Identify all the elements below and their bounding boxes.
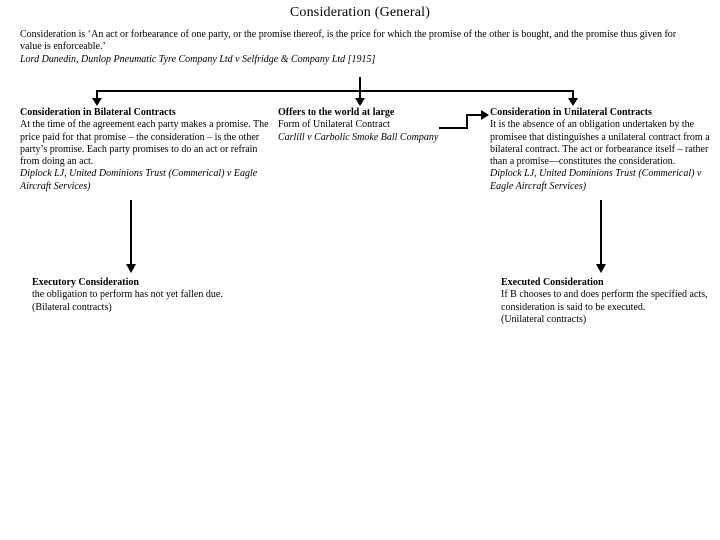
node-heading: Consideration in Unilateral Contracts	[490, 107, 652, 118]
node-body: At the time of the agreement each party …	[20, 119, 269, 168]
executed-down-arrow-icon	[596, 264, 606, 273]
elbow-right-arrow-icon	[481, 110, 489, 120]
node-executed-consideration: Executed Consideration If B chooses to a…	[501, 277, 709, 326]
right-down-arrow-icon	[568, 98, 578, 106]
intro-citation: Lord Dunedin, Dunlop Pneumatic Tyre Comp…	[20, 53, 376, 65]
executory-down-arrow-icon	[126, 264, 136, 273]
node-heading: Executed Consideration	[501, 277, 604, 288]
page-title: Consideration (General)	[289, 5, 431, 20]
node-heading: Consideration in Bilateral Contracts	[20, 107, 176, 118]
node-executory-consideration: Executory Consideration the obligation t…	[32, 277, 277, 314]
node-body: Form of Unilateral Contract	[278, 119, 390, 131]
node-citation: Diplock LJ, United Dominions Trust (Comm…	[490, 168, 702, 192]
node-bilateral-contracts: Consideration in Bilateral Contracts At …	[20, 107, 272, 193]
node-heading: Executory Consideration	[32, 277, 139, 288]
node-body: It is the absence of an obligation under…	[490, 119, 710, 168]
node-heading: Offers to the world at large	[278, 107, 395, 118]
node-offers-to-world: Offers to the world at large Form of Uni…	[278, 107, 458, 144]
left-down-arrow-icon	[92, 98, 102, 106]
node-citation: Carlill v Carbolic Smoke Ball Company	[278, 131, 439, 143]
intro-paragraph: Consideration is ‘An act or forbearance …	[20, 29, 698, 66]
node-body: the obligation to perform has not yet fa…	[32, 289, 223, 301]
intro-quote: Consideration is ‘An act or forbearance …	[20, 29, 677, 53]
node-body: If B chooses to and does perform the spe…	[501, 289, 708, 313]
node-note: (Unilateral contracts)	[501, 313, 587, 325]
node-citation: Diplock LJ, United Dominions Trust (Comm…	[20, 168, 258, 192]
node-note: (Bilateral contracts)	[32, 301, 112, 313]
node-unilateral-contracts: Consideration in Unilateral Contracts It…	[490, 107, 710, 193]
middle-down-arrow-icon	[355, 98, 365, 106]
